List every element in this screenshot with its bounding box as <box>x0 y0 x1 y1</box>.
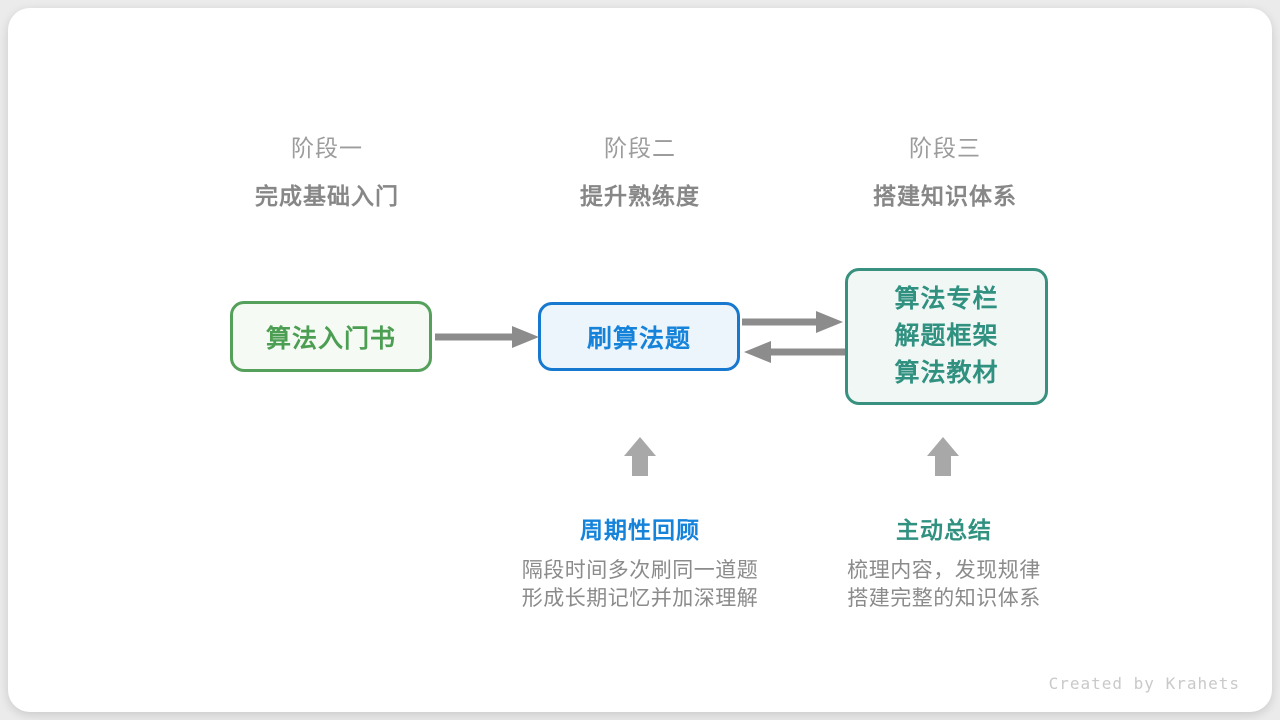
method1-title: 周期性回顾 <box>580 517 700 543</box>
node-knowledge-line3: 算法教材 <box>894 359 999 387</box>
method1-desc-line2: 形成长期记忆并加深理解 <box>521 587 759 610</box>
node-knowledge-sources: 算法专栏 解题框架 算法教材 <box>845 268 1048 405</box>
node-knowledge-line1: 算法专栏 <box>894 285 999 313</box>
node-intro-book-label: 算法入门书 <box>265 324 396 353</box>
stage3-label: 阶段三 <box>909 135 981 161</box>
stage1-title: 完成基础入门 <box>255 183 399 209</box>
method2-desc-line2: 搭建完整的知识体系 <box>847 587 1041 610</box>
node-practice-problems-label: 刷算法题 <box>586 324 691 353</box>
method2-desc-line1: 梳理内容，发现规律 <box>847 559 1041 582</box>
node-intro-book: 算法入门书 <box>230 301 432 372</box>
stage2-label: 阶段二 <box>604 135 676 161</box>
credit-text: Created by Krahets <box>1048 674 1240 693</box>
node-practice-problems: 刷算法题 <box>538 302 740 371</box>
stage1-label: 阶段一 <box>291 135 363 161</box>
node-knowledge-line2: 解题框架 <box>894 322 999 350</box>
stage2-title: 提升熟练度 <box>580 183 700 209</box>
method1-desc-line1: 隔段时间多次刷同一道题 <box>521 559 759 582</box>
method2-title: 主动总结 <box>896 517 992 543</box>
stage3-title: 搭建知识体系 <box>873 183 1017 209</box>
